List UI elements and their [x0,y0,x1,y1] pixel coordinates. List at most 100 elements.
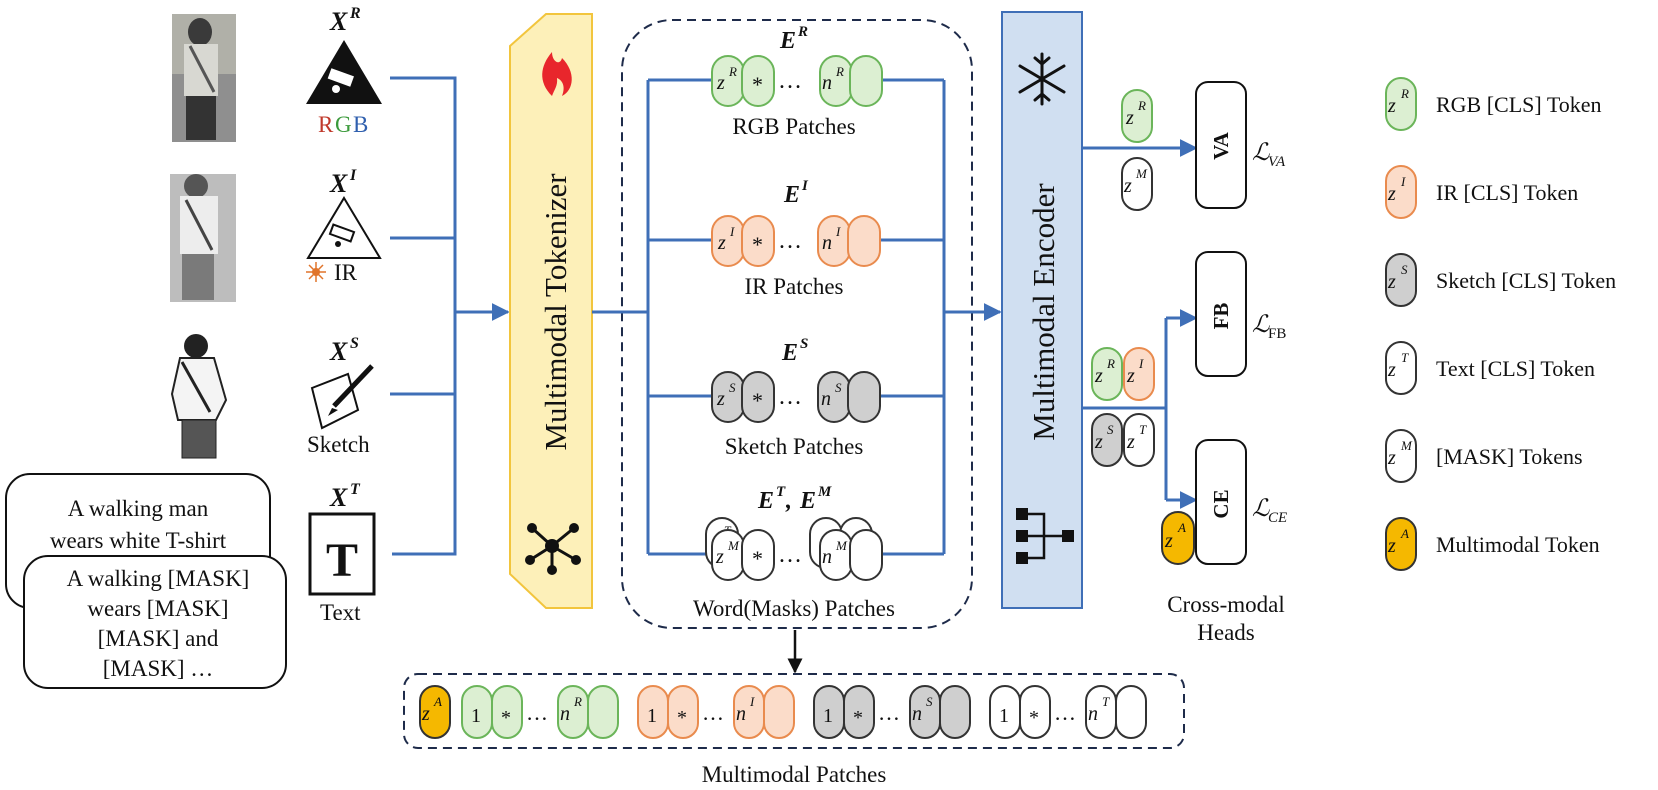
network-graph-icon [525,523,581,575]
legend-token-z: z [1387,183,1396,205]
token-dots: … [702,700,724,725]
token-star: * [853,707,863,729]
multimodal-patches: zA1*…nR1*…nI1*…nS1*…nT Multimodal Patche… [403,673,1185,787]
ir-embedding-symbol: E [783,182,800,208]
token-z: z [716,388,725,410]
text-modality: X T T Text [308,481,376,625]
sketch-embedding-symbol: E [781,340,798,366]
sketch-symbol-sup: S [350,335,359,352]
multimodal-patches-caption: Multimodal Patches [702,762,887,787]
token-sup: S [926,694,933,709]
ir-embedding-sup: I [801,178,809,194]
legend-label: RGB [CLS] Token [1436,92,1602,117]
ir-last-token-back [847,215,881,267]
text-embedding-sup: T [776,484,786,500]
legend-token-z: z [1387,359,1396,381]
mask-patch-token [741,529,775,581]
surveillance-camera-icon [306,40,382,104]
sketch-symbol: X [329,337,348,366]
legend-swatch [1385,165,1417,219]
rgb-label-b: B [353,112,368,137]
legend-token-z: z [1387,271,1396,293]
text-label: Text [320,600,361,625]
token-sup: R [573,694,582,709]
sketch-patches-caption: Sketch Patches [725,434,864,459]
word-patches-caption: Word(Masks) Patches [693,596,895,621]
fb-loss-sub: FB [1268,326,1286,342]
token-sup: A [1177,520,1186,535]
token-sup: S [1107,422,1114,437]
va-loss-sub: VA [1268,154,1286,170]
fire-icon [542,52,572,96]
rgb-modality: X R R G B [306,5,382,137]
rgb-patch-token [741,55,775,107]
token-sup: T [1102,694,1110,709]
mask-embedding-symbol: E [799,488,816,514]
tokenizer-label: Multimodal Tokenizer [538,173,573,451]
masked-caption-bubble: A walking [MASK] wears [MASK] [MASK] and… [23,555,287,689]
infrared-burst-icon [306,262,326,282]
legend-token-z: z [1387,95,1396,117]
text-n-token-back [1115,685,1147,739]
sketch-patch-token [741,371,775,423]
token-sup: R [1106,356,1115,371]
ce-multimodal-token: z A [1161,511,1195,565]
ir-symbol: X [329,169,348,198]
fb-head-label: FB [1209,303,1233,330]
token-z: z [1126,431,1135,453]
token-dots: … [778,228,802,254]
token-sup: R [835,64,844,79]
ir-n-token-back [763,685,795,739]
infrared-camera-icon [306,196,382,259]
va-rgb-cls-token [1121,89,1153,143]
panel-connectors [592,78,1002,556]
legend-swatch [1385,253,1417,307]
legend-token-z: z [1387,447,1396,469]
token-sup: M [835,538,848,553]
legend-token-sup: A [1400,526,1409,541]
va-mask-token [1121,157,1153,211]
sketch-modality: X S Sketch [307,335,374,457]
multimodal-tokenizer: Multimodal Tokenizer [509,13,593,609]
legend-label: Multimodal Token [1436,532,1600,557]
rgb-patches-caption: RGB Patches [732,114,855,139]
legend-item: zM[MASK] Tokens [1385,429,1583,483]
token-z: z [717,232,726,254]
token-sup: T [1139,422,1147,437]
token-n: n [1088,703,1098,725]
token-n: n [821,388,831,410]
token-z: z [1123,175,1132,197]
ir-star-token [667,685,699,739]
sketch-embedding-row: E S z S * … n S Sketch Patches [711,336,881,459]
token-one: 1 [999,705,1009,727]
token-z: z [1094,431,1103,453]
masked-caption-line: wears [MASK] [87,596,228,621]
legend-token-sup: I [1400,174,1406,189]
caption-line: A walking man [68,496,209,521]
token-z: z [1164,530,1173,552]
token-star: * [677,707,687,729]
token-sup: R [728,64,737,79]
masked-caption-line: A walking [MASK] [67,566,250,591]
sketch-label: Sketch [307,432,370,457]
legend-token-z: z [1387,535,1396,557]
mask-embedding-sup: M [817,484,832,500]
token-n: n [560,703,570,725]
token-one: 1 [471,705,481,727]
ce-head: CE ℒ CE [1195,439,1287,565]
token-n: n [822,72,832,94]
multimodal-patches-frame [403,673,1185,749]
heads-caption-line: Heads [1197,620,1255,645]
rgb-embedding-row: E R z R * … n R RGB Patches [711,24,883,139]
token-dots: … [526,700,548,725]
token-z: z [716,72,725,94]
rgb-last-token-back [849,55,883,107]
fb-text-cls-token [1123,413,1155,467]
text-embedding-symbol: E [757,488,774,514]
rgb-n-token-back [587,685,619,739]
token-sup: A [433,694,442,709]
sketch-person-image [170,334,228,459]
token-dots: … [778,68,802,94]
